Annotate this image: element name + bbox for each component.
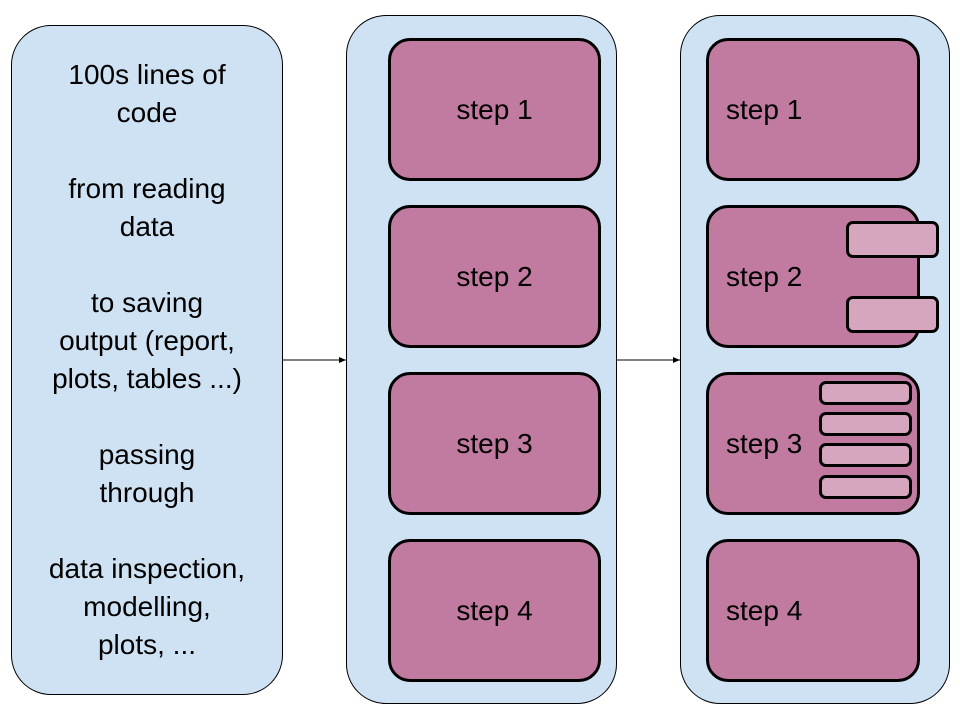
description-line: plots, ... [97, 629, 197, 660]
step-label: step 1 [726, 93, 803, 125]
step-box-1: step 1 [388, 38, 601, 181]
step-label: step 3 [456, 427, 533, 459]
step-box-3: step 3 [388, 372, 601, 515]
steps-with-substeps-panel: step 1 step 2 step 3 step 4 [680, 15, 950, 704]
description-line: data [119, 211, 175, 242]
description-paragraph-1: 100s lines of code [68, 56, 225, 132]
description-paragraph-2: from reading data [68, 170, 225, 246]
step-label: step 3 [726, 427, 803, 459]
step-label: step 4 [726, 594, 803, 626]
description-line: passing [98, 439, 196, 470]
description-paragraph-5: data inspection, modelling, plots, ... [49, 550, 245, 664]
step-label: step 1 [456, 93, 533, 125]
step-label: step 4 [456, 594, 533, 626]
code-overview-panel: 100s lines of code from reading data to savi… [11, 25, 283, 695]
description-line: modelling, [83, 591, 211, 622]
substep-box-1 [819, 381, 912, 405]
step-box-2: step 2 [388, 205, 601, 348]
substep-box-2 [846, 296, 939, 333]
description-line: 100s lines of [68, 59, 226, 90]
step-box-4: step 4 [706, 539, 920, 682]
description-line: plots, tables ...) [52, 363, 242, 394]
substep-box-1 [846, 221, 939, 258]
step-box-2: step 2 [706, 205, 939, 348]
step-label: step 2 [726, 260, 803, 292]
description-line: code [116, 97, 178, 128]
step-box-1: step 1 [706, 38, 920, 181]
description-line: through [99, 477, 195, 508]
description-line: output (report, [59, 325, 235, 356]
description-line: from reading [68, 173, 226, 204]
step-label: step 2 [456, 260, 533, 292]
description-line: to saving [90, 287, 204, 318]
description-paragraph-3: to saving output (report, plots, tables ..… [52, 284, 242, 398]
step-box-4: step 4 [388, 539, 601, 682]
substep-box-3 [819, 443, 912, 467]
description-paragraph-4: passing through [99, 436, 196, 512]
description-line: data inspection, [48, 553, 246, 584]
step-box-3: step 3 [706, 372, 920, 515]
substep-box-4 [819, 475, 912, 499]
steps-panel: step 1 step 2 step 3 step 4 [346, 15, 617, 704]
substep-box-2 [819, 412, 912, 436]
